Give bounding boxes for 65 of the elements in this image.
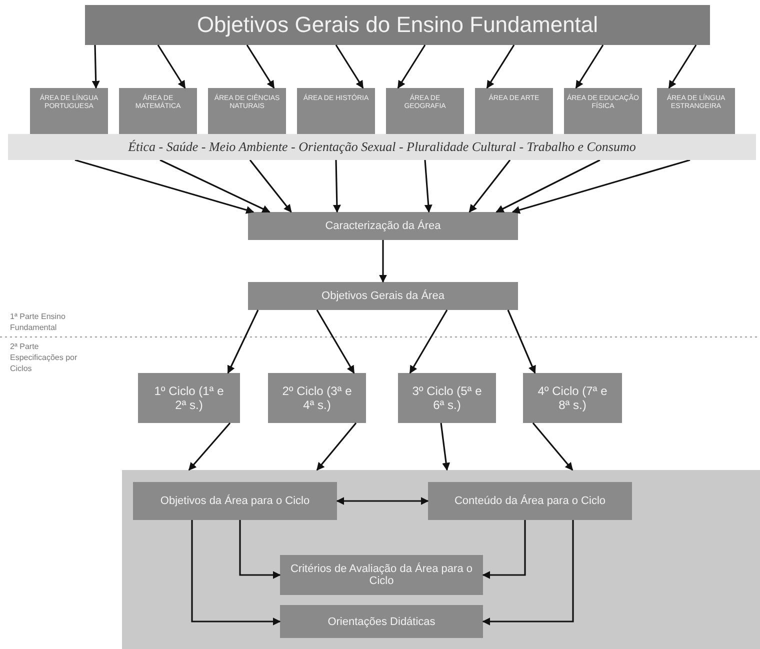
node-text: Caracterização da Área xyxy=(325,220,441,232)
area-box xyxy=(30,88,108,134)
arrow xyxy=(486,44,515,89)
arrow xyxy=(468,160,511,213)
arrow xyxy=(496,159,600,213)
section-label: 1ª Parte Ensino Fundamental xyxy=(10,312,66,334)
arrow xyxy=(409,310,448,374)
arrow xyxy=(379,240,387,283)
process-box xyxy=(280,605,483,638)
arrow xyxy=(191,520,281,626)
process-box xyxy=(138,373,240,423)
arrow xyxy=(227,310,259,374)
area-box xyxy=(475,88,553,134)
node-text: 3º Ciclo (5ª e 6ª s.) xyxy=(411,384,483,412)
area-box xyxy=(386,88,464,134)
arrow xyxy=(74,159,254,214)
node-text: Orientações Didáticas xyxy=(328,616,436,628)
arrow xyxy=(397,44,426,89)
process-box xyxy=(133,482,337,520)
title-box xyxy=(85,5,710,45)
arrow xyxy=(157,44,186,89)
node-text: Objetivos Gerais da Área xyxy=(322,290,444,302)
arrow xyxy=(482,520,526,579)
theme-band xyxy=(8,134,756,160)
section-label: 2ª Parte Especificações por Ciclos xyxy=(10,342,78,374)
arrow xyxy=(440,422,450,471)
process-box xyxy=(398,373,496,423)
arrow xyxy=(246,44,275,89)
arrow xyxy=(239,520,281,579)
arrow xyxy=(188,422,231,471)
node-text: Conteúdo da Área para o Ciclo xyxy=(454,495,606,507)
arrow xyxy=(336,497,429,505)
arrow xyxy=(316,310,355,374)
panel-background xyxy=(122,470,760,649)
node-text: Critérios de Avaliação da Área para o Ciclo xyxy=(289,563,474,587)
node-text: Objetivos da Área para o Ciclo xyxy=(160,495,310,507)
arrow xyxy=(92,44,100,89)
arrow xyxy=(160,159,270,213)
title: Objetivos Gerais do Ensino Fundamental xyxy=(196,12,598,38)
area-box xyxy=(657,88,735,134)
arrow xyxy=(507,310,536,374)
arrow xyxy=(424,160,432,213)
process-box xyxy=(280,555,483,595)
arrow xyxy=(512,159,690,214)
area-box xyxy=(119,88,197,134)
node-text: 4º Ciclo (7ª e 8ª s.) xyxy=(536,384,608,412)
arrow xyxy=(575,44,604,89)
process-box xyxy=(428,482,632,520)
arrow xyxy=(335,44,364,89)
arrow xyxy=(532,422,574,471)
process-box xyxy=(268,373,366,423)
arrow xyxy=(332,160,341,213)
area-box xyxy=(208,88,286,134)
node-text: 1º Ciclo (1ª e 2ª s.) xyxy=(153,384,225,412)
arrow xyxy=(316,422,357,471)
arrow xyxy=(668,44,697,89)
process-box xyxy=(248,212,518,240)
process-box xyxy=(248,282,518,310)
arrow xyxy=(482,520,574,626)
process-box xyxy=(523,373,622,423)
area-box xyxy=(564,88,642,134)
node-text: 2º Ciclo (3ª e 4ª s.) xyxy=(281,384,353,412)
arrow xyxy=(249,160,292,213)
area-box xyxy=(297,88,375,134)
node-text: Ética - Saúde - Meio Ambiente - Orientação Sexual - Pluralidade Cultural - Trabalho e Consumo xyxy=(128,139,636,155)
